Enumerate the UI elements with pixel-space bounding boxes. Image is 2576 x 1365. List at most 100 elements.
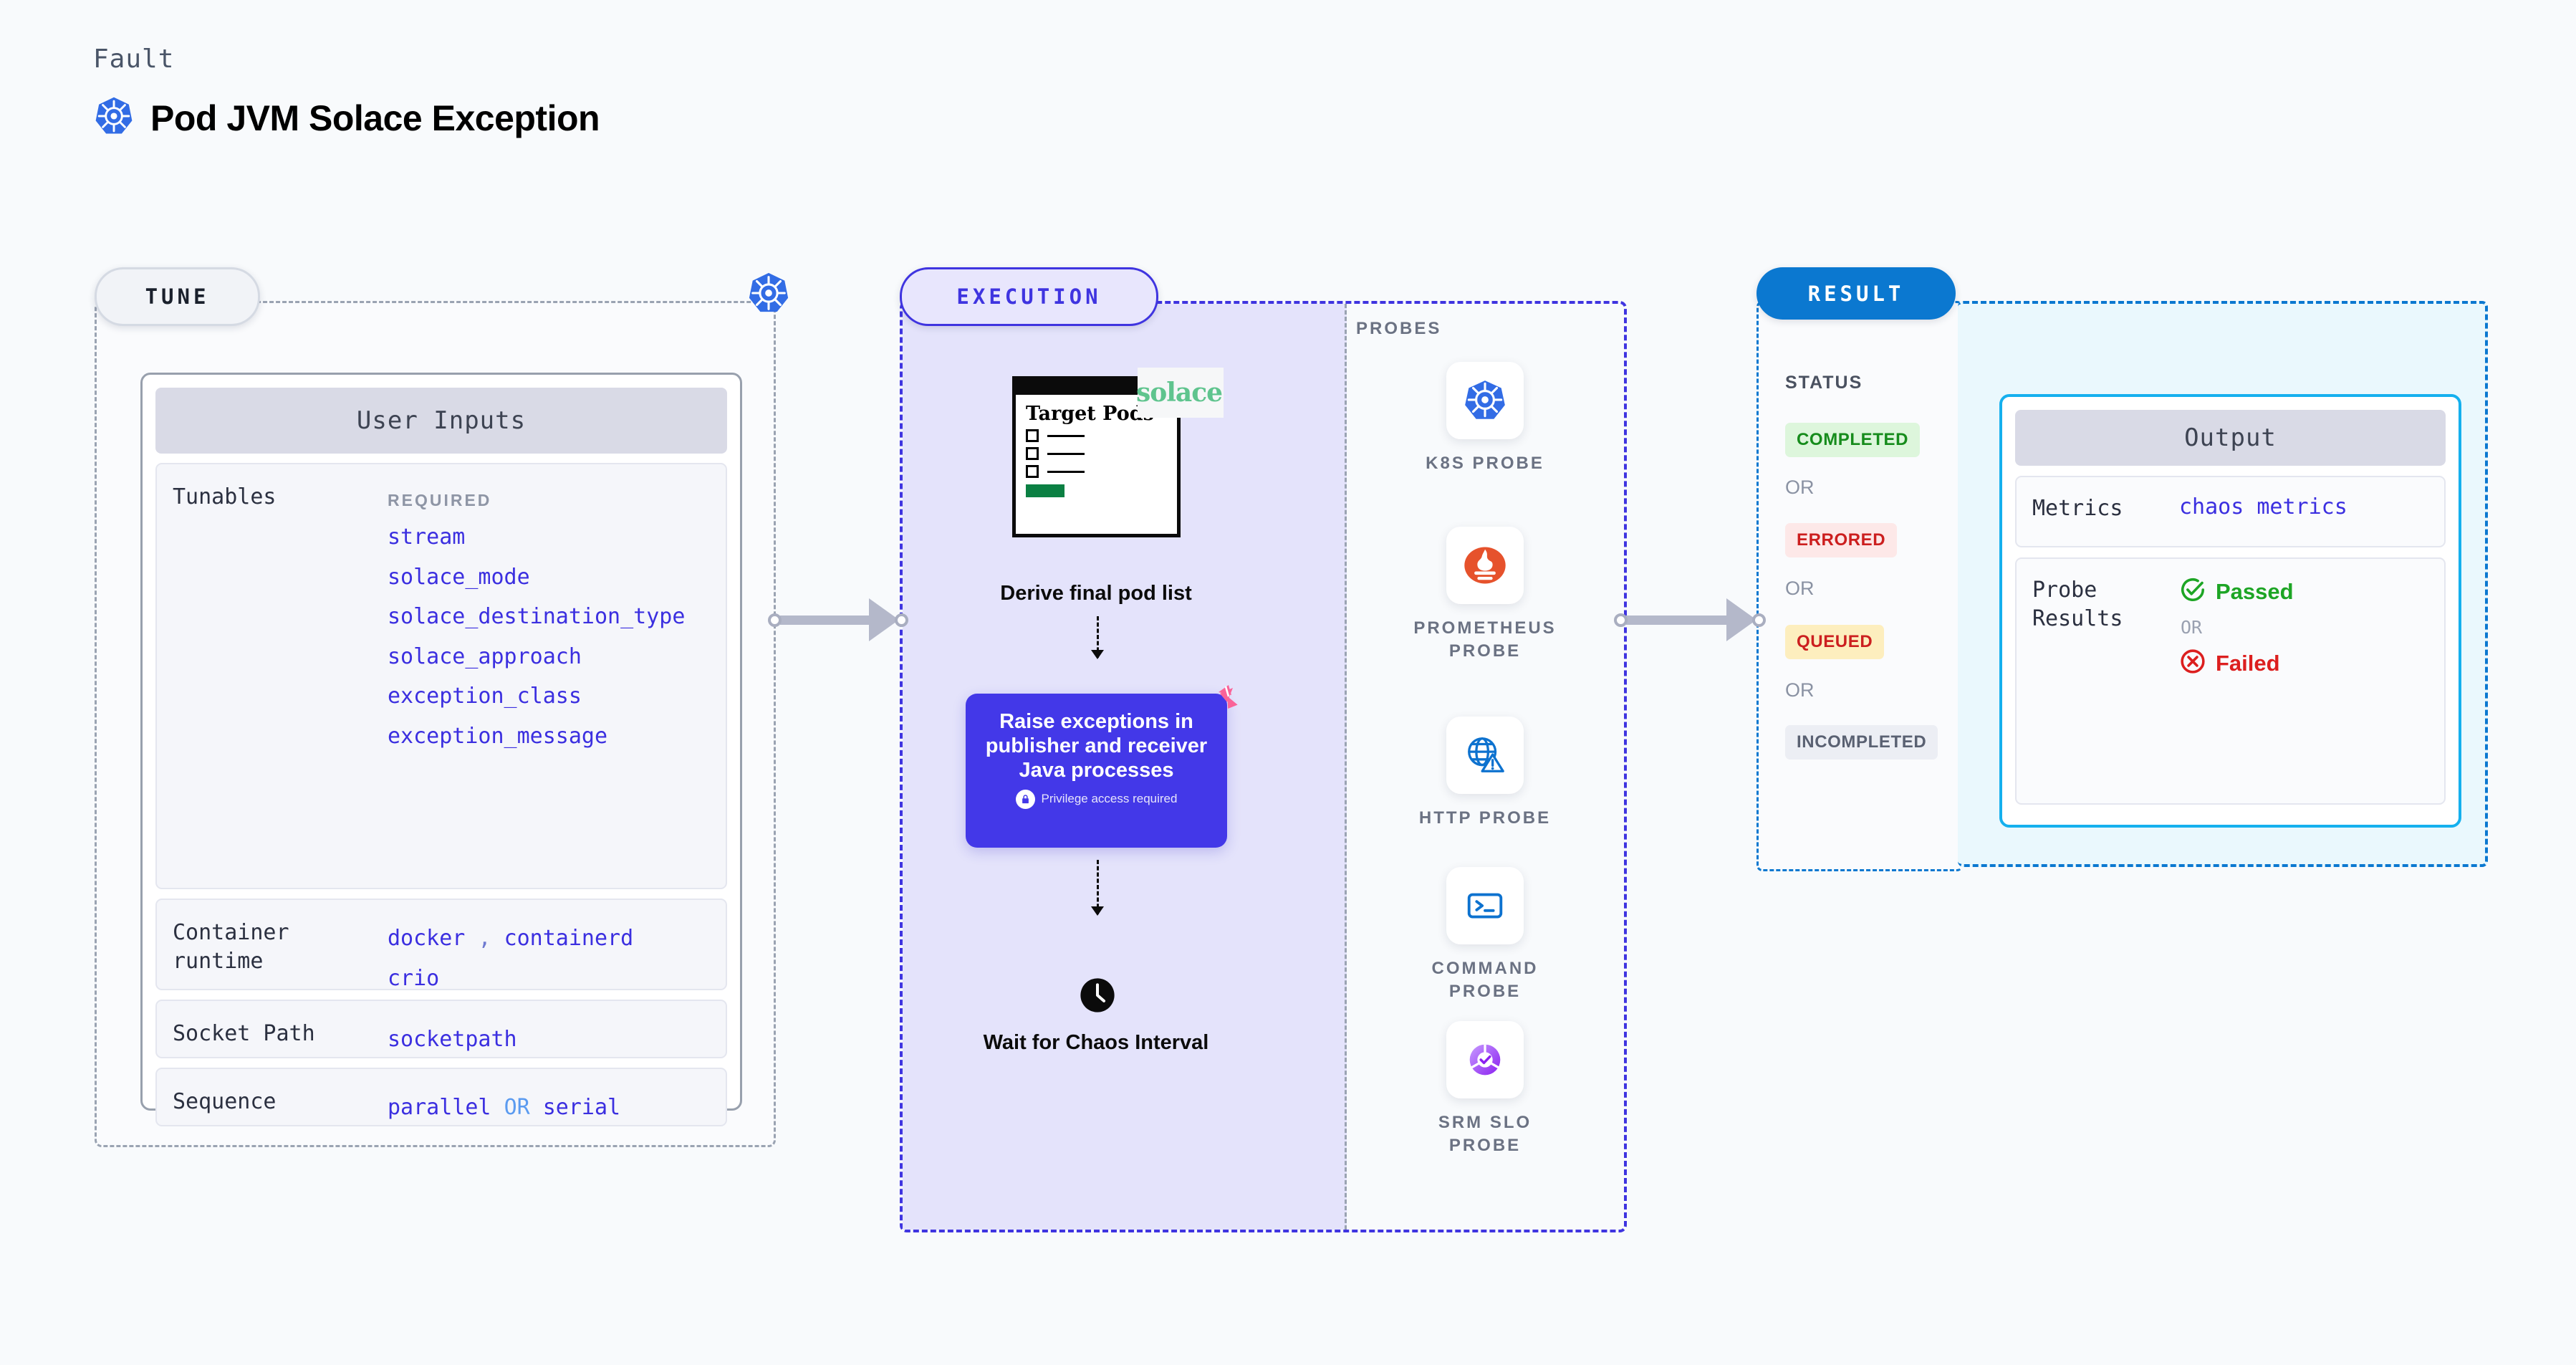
connector-dot [1614, 613, 1628, 627]
derive-pod-list-label: Derive final pod list [1000, 582, 1192, 605]
tunable-item[interactable]: solace_approach [388, 643, 582, 669]
tunables-row: Tunables REQUIRED stream solace_mode sol… [155, 463, 727, 889]
srm-slo-icon [1446, 1021, 1524, 1098]
execution-stage-pill[interactable]: EXECUTION [900, 267, 1158, 326]
probe-k8s[interactable]: K8S PROBE [1406, 362, 1564, 475]
metrics-row: Metrics chaos metrics [2015, 476, 2446, 547]
sequence-joiner: OR [504, 1095, 530, 1120]
tunable-item[interactable]: solace_destination_type [388, 604, 686, 630]
title-row: Pod JVM Solace Exception [93, 95, 600, 140]
probes-title: PROBES [1356, 319, 1442, 338]
socket-path-row: Socket Path socketpath [155, 1000, 727, 1058]
privilege-note: Privilege access required [1041, 792, 1178, 806]
probe-label: COMMAND PROBE [1431, 959, 1539, 1002]
probe-label: HTTP PROBE [1418, 808, 1552, 828]
kubernetes-icon [746, 271, 791, 315]
status-or: OR [1785, 679, 1815, 701]
action-raise-exceptions: Raise exceptions in publisher and receiv… [966, 685, 1238, 848]
pod-list-item [1026, 429, 1167, 443]
probe-prometheus[interactable]: PROMETHEUS PROBE [1406, 527, 1564, 664]
status-or: OR [1785, 476, 1815, 498]
probe-result-or: OR [2181, 617, 2203, 638]
sequence-option[interactable]: serial [542, 1095, 621, 1120]
connector-tune-to-execution [768, 598, 908, 641]
probe-command[interactable]: COMMAND PROBE [1406, 867, 1564, 1004]
sequence-values: parallel OR serial [388, 1088, 710, 1128]
tunables-values: REQUIRED stream solace_mode solace_desti… [388, 483, 710, 756]
tunable-item[interactable]: solace_mode [388, 564, 530, 590]
user-inputs-card: User Inputs Tunables REQUIRED stream sol… [140, 373, 742, 1126]
fault-kicker: Fault [93, 44, 175, 74]
connector-arrowhead [1726, 598, 1756, 641]
probe-results-row: Probe Results Passed OR [2015, 557, 2446, 805]
action-text: Raise exceptions in publisher and receiv… [985, 710, 1208, 782]
result-status-panel [1756, 301, 1963, 871]
tunable-item[interactable]: exception_class [388, 684, 582, 709]
solace-logo: solace [1136, 368, 1224, 418]
probe-result-failed: Failed [2179, 648, 2428, 679]
runtime-option[interactable]: crio [388, 965, 440, 991]
runtime-separator: , [478, 926, 491, 951]
sequence-option[interactable]: parallel [388, 1095, 491, 1120]
runtime-option[interactable]: containerd [504, 926, 634, 951]
container-runtime-key: Container runtime [173, 920, 289, 974]
container-runtime-values: docker , containerd crio [388, 919, 710, 998]
connector-shaft [780, 615, 870, 625]
connector-shaft [1626, 615, 1728, 625]
kubernetes-icon [1446, 362, 1524, 439]
metrics-value[interactable]: chaos metrics [2179, 494, 2347, 519]
clock-icon [1078, 976, 1117, 1015]
page-header: Fault Pod JVM Solace Exception [93, 44, 600, 140]
passed-label: Passed [2216, 578, 2294, 604]
checkbox-icon [1026, 429, 1039, 443]
output-card: Output Metrics chaos metrics Probe Resul… [1999, 394, 2461, 828]
prometheus-icon [1446, 527, 1524, 604]
result-stage-pill[interactable]: RESULT [1756, 267, 1956, 320]
privilege-note-row: Privilege access required [979, 789, 1214, 809]
http-globe-warning-icon [1446, 717, 1524, 794]
probe-results-values: Passed OR Failed [2179, 576, 2428, 679]
probe-srm-slo[interactable]: SRM SLO PROBE [1406, 1021, 1564, 1158]
checkbox-icon [1026, 465, 1039, 479]
tune-stage-pill[interactable]: TUNE [95, 267, 260, 326]
status-badge-errored: ERRORED [1785, 523, 1898, 557]
tunable-item[interactable]: exception_message [388, 723, 608, 749]
card-body: Target Pods [1012, 395, 1181, 537]
lock-icon [1015, 789, 1035, 809]
placeholder-line [1047, 434, 1085, 437]
probe-http[interactable]: HTTP PROBE [1406, 717, 1564, 830]
status-badge-completed: COMPLETED [1785, 423, 1921, 457]
target-pods-title: Target Pods [1026, 403, 1154, 425]
terminal-icon [1446, 867, 1524, 944]
probe-results-key: Probe Results [2032, 578, 2123, 631]
socket-path-value[interactable]: socketpath [388, 1027, 517, 1052]
x-circle-icon [2179, 648, 2206, 679]
failed-label: Failed [2216, 650, 2280, 676]
flow-arrow-down [1091, 860, 1104, 916]
runtime-option[interactable]: docker [388, 926, 466, 951]
status-or: OR [1785, 578, 1815, 599]
status-badge-queued: QUEUED [1785, 625, 1885, 659]
user-inputs-title: User Inputs [155, 388, 727, 454]
page-title: Pod JVM Solace Exception [150, 97, 600, 138]
litmus-icon [1204, 681, 1239, 715]
metrics-key: Metrics [2032, 496, 2123, 521]
connector-dot [768, 613, 782, 627]
kubernetes-icon [93, 95, 135, 140]
status-label: STATUS [1785, 373, 1863, 393]
selected-pod-bar [1026, 484, 1064, 498]
connector-dot [1752, 613, 1766, 627]
connector-execution-to-result [1614, 598, 1766, 641]
probe-result-passed: Passed [2179, 576, 2428, 607]
placeholder-line [1047, 452, 1085, 455]
socket-path-key: Socket Path [173, 1021, 315, 1046]
probe-label: K8S PROBE [1426, 454, 1544, 473]
connector-arrowhead [869, 598, 899, 641]
output-title: Output [2015, 410, 2446, 466]
sequence-row: Sequence parallel OR serial [155, 1068, 727, 1126]
probe-label: SRM SLO PROBE [1438, 1113, 1532, 1156]
connector-dot [895, 613, 908, 627]
tunable-item[interactable]: stream [388, 525, 466, 550]
sequence-key: Sequence [173, 1089, 277, 1114]
flow-arrow-down [1091, 616, 1104, 659]
